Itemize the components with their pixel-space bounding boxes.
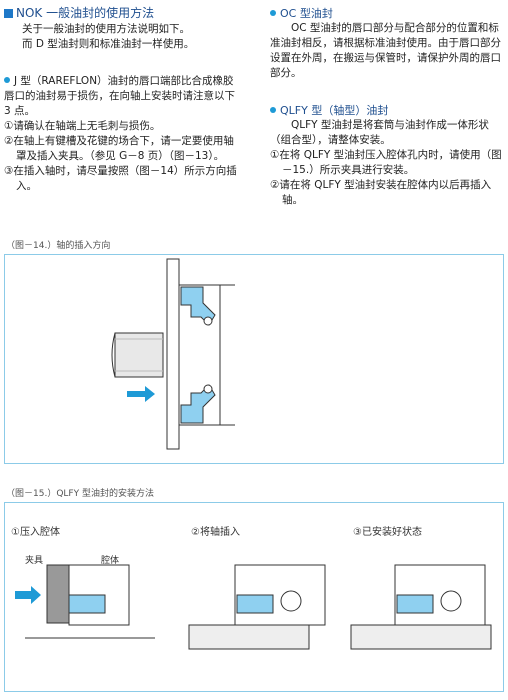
- oc-text: OC 型油封的唇口部分与配合部分的位置和标准油封相反，请根据标准油封使用。由于唇…: [270, 22, 501, 79]
- oc-title: OC 型油封: [270, 6, 504, 21]
- left-column: NOK 一般油封的使用方法 关于一般油封的使用方法说明如下。 而 D 型油封则和…: [4, 6, 244, 194]
- j-item-1: ①请确认在轴端上无毛刺与损伤。: [4, 120, 161, 132]
- dot-bullet-icon: [270, 107, 276, 113]
- qlfy-item-1: ①在将 QLFY 型油封压入腔体孔内时，请使用（图－15.）所示夹具进行安装。: [270, 149, 502, 176]
- right-column: OC 型油封 OC 型油封的唇口部分与配合部分的位置和标准油封相反，请根据标准油…: [270, 6, 504, 208]
- dot-bullet-icon: [270, 10, 276, 16]
- section-title-nok: NOK 一般油封的使用方法: [4, 6, 244, 21]
- housing-label: 腔体: [101, 556, 120, 566]
- intro-line-1: 关于一般油封的使用方法说明如下。: [22, 23, 190, 35]
- qlfy-item-2: ②请在将 QLFY 型油封安装在腔体内以后再插入轴。: [270, 179, 492, 206]
- j-item-3: ③在插入轴时，请尽量按照（图－14）所示方向插入。: [4, 165, 237, 192]
- jig-label: 夹具: [25, 556, 44, 566]
- qlfy-text: QLFY 型油封是将套筒与油封作成一体形状（组合型），请整体安装。: [270, 119, 489, 146]
- step-3-label: ③已安装好状态: [353, 527, 422, 538]
- qlfy-title: QLFY 型（轴型）油封: [270, 103, 504, 118]
- square-bullet-icon: [4, 9, 13, 18]
- step-2-label: ②将轴插入: [191, 527, 240, 538]
- fig14-caption: （图－14.）轴的插入方向: [6, 241, 111, 251]
- fig15-caption: （图－15.）QLFY 型油封的安装方法: [6, 489, 154, 499]
- step-1-label: ①压入腔体: [11, 527, 60, 538]
- j-item-2: ②在轴上有键槽及花键的场合下，请一定要使用轴罩及插入夹具。（参见 G－8 页）（…: [4, 135, 234, 162]
- fig14-drawing: [111, 258, 235, 450]
- dot-bullet-icon: [4, 77, 10, 83]
- j-type-paragraph: J 型（RAREFLON）油封的唇口端部比合成橡胶唇口的油封易于损伤，在向轴上安…: [4, 75, 235, 117]
- insert-direction-arrow-icon: [127, 386, 155, 402]
- fig15-frame: ①压入腔体 ②将轴插入 ③已安装好状态 夹具 腔体: [4, 502, 504, 692]
- fig14-frame: [4, 254, 504, 464]
- press-arrow-icon: [15, 586, 41, 604]
- fig15-drawing: [15, 564, 492, 650]
- intro-line-2: 而 D 型油封则和标准油封一样使用。: [22, 38, 195, 50]
